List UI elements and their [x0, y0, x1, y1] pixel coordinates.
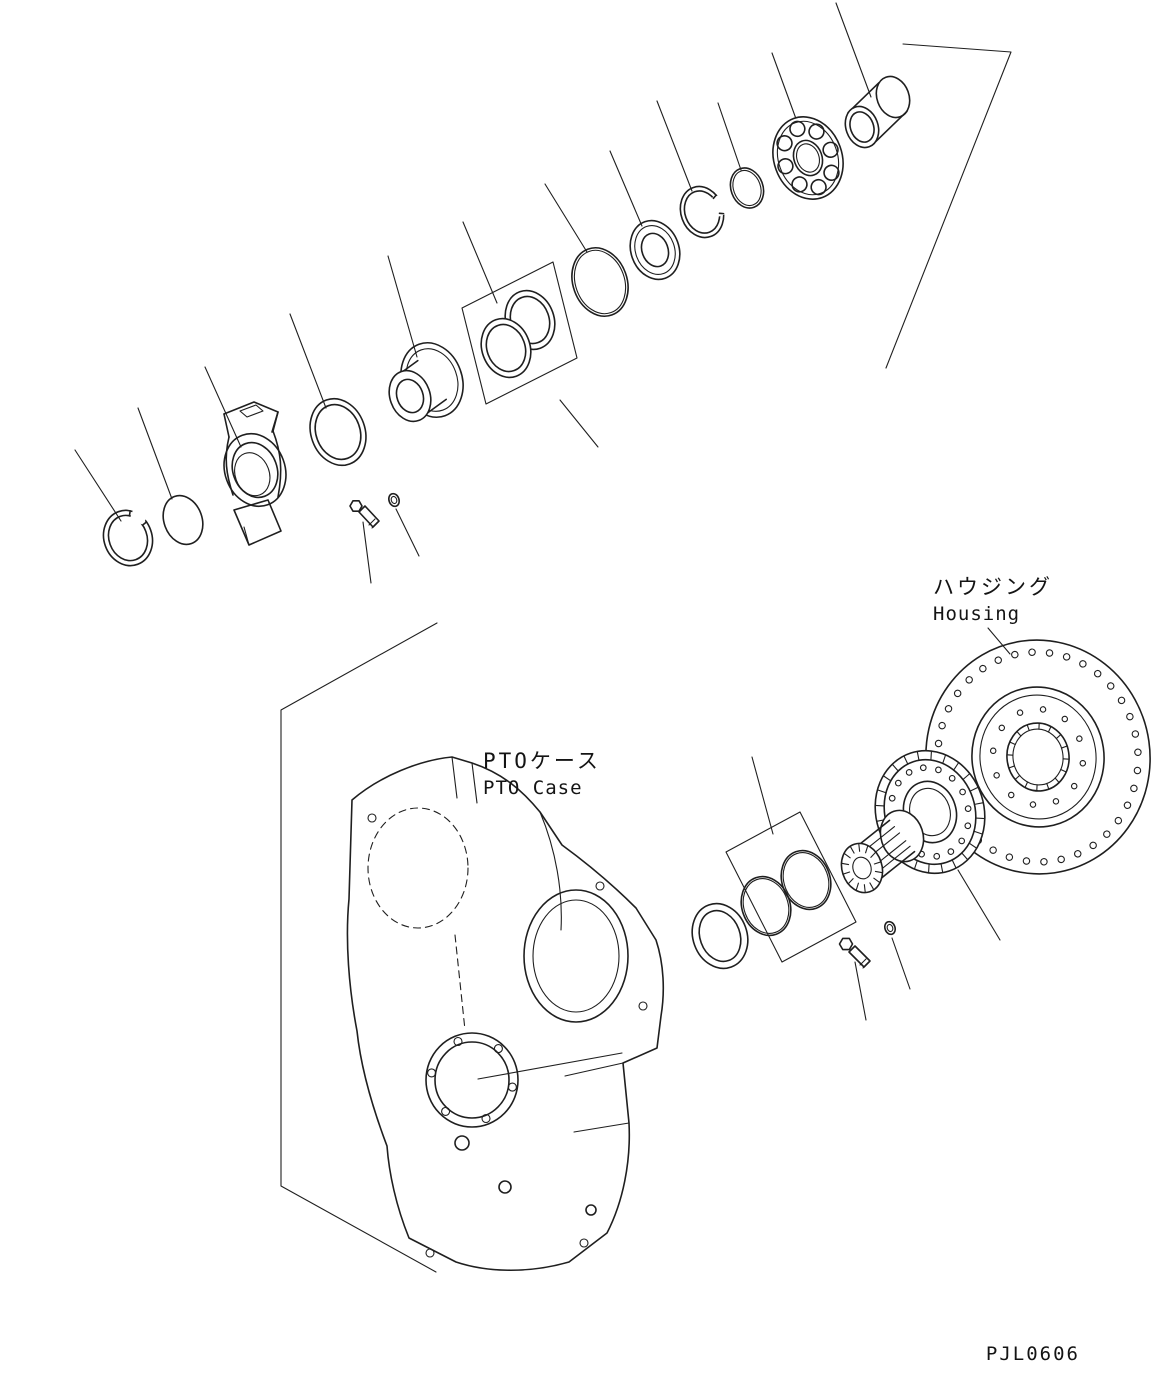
- bolt-upper: [349, 499, 380, 529]
- housing-label-en: Housing: [933, 603, 1020, 625]
- bolt-lower: [838, 937, 871, 969]
- shaft-spline-ticks: [840, 842, 884, 894]
- housing-inner-holes: [989, 706, 1087, 808]
- part-thrust-halves: [461, 261, 578, 405]
- part-bearing-bracket: [223, 401, 287, 546]
- part-snap-ring-1: [102, 504, 154, 567]
- pto-case-bolt-holes: [427, 1036, 517, 1124]
- part-snap-ring-2: [679, 185, 729, 239]
- part-collar-ring: [691, 902, 749, 970]
- part-seal-ring: [162, 494, 204, 546]
- washer-lower: [884, 920, 896, 936]
- part-seal-collar: [388, 342, 464, 423]
- assembly-frame-bottom-left: [280, 622, 438, 1273]
- assembly-frame-top-right: [885, 43, 1012, 369]
- part-o-ring: [571, 247, 629, 317]
- part-ball-bearing: [772, 116, 844, 200]
- housing-spline-ticks: [1006, 722, 1070, 792]
- leader-lines-bottom: [751, 627, 1011, 1021]
- pto-case-label-en: PTO Case: [483, 777, 583, 799]
- pto-case-label-ja: PTOケース: [483, 749, 601, 773]
- part-spacer-ring: [729, 167, 765, 209]
- part-shim-rings: [725, 811, 857, 963]
- shaft-spline-end: [840, 842, 884, 894]
- part-bearing-cone: [629, 219, 681, 281]
- leader-lines-top: [74, 2, 872, 584]
- part-ring: [309, 397, 367, 467]
- washer-upper: [388, 492, 400, 508]
- shaft-step: [879, 809, 925, 863]
- gear-shaft-drawing: [840, 749, 986, 894]
- pto-case-drawing: [346, 756, 665, 1271]
- part-roller-sleeve: [844, 75, 911, 149]
- drawing-number: PJL0606: [986, 1343, 1080, 1365]
- housing-label-ja: ハウジング: [933, 575, 1053, 599]
